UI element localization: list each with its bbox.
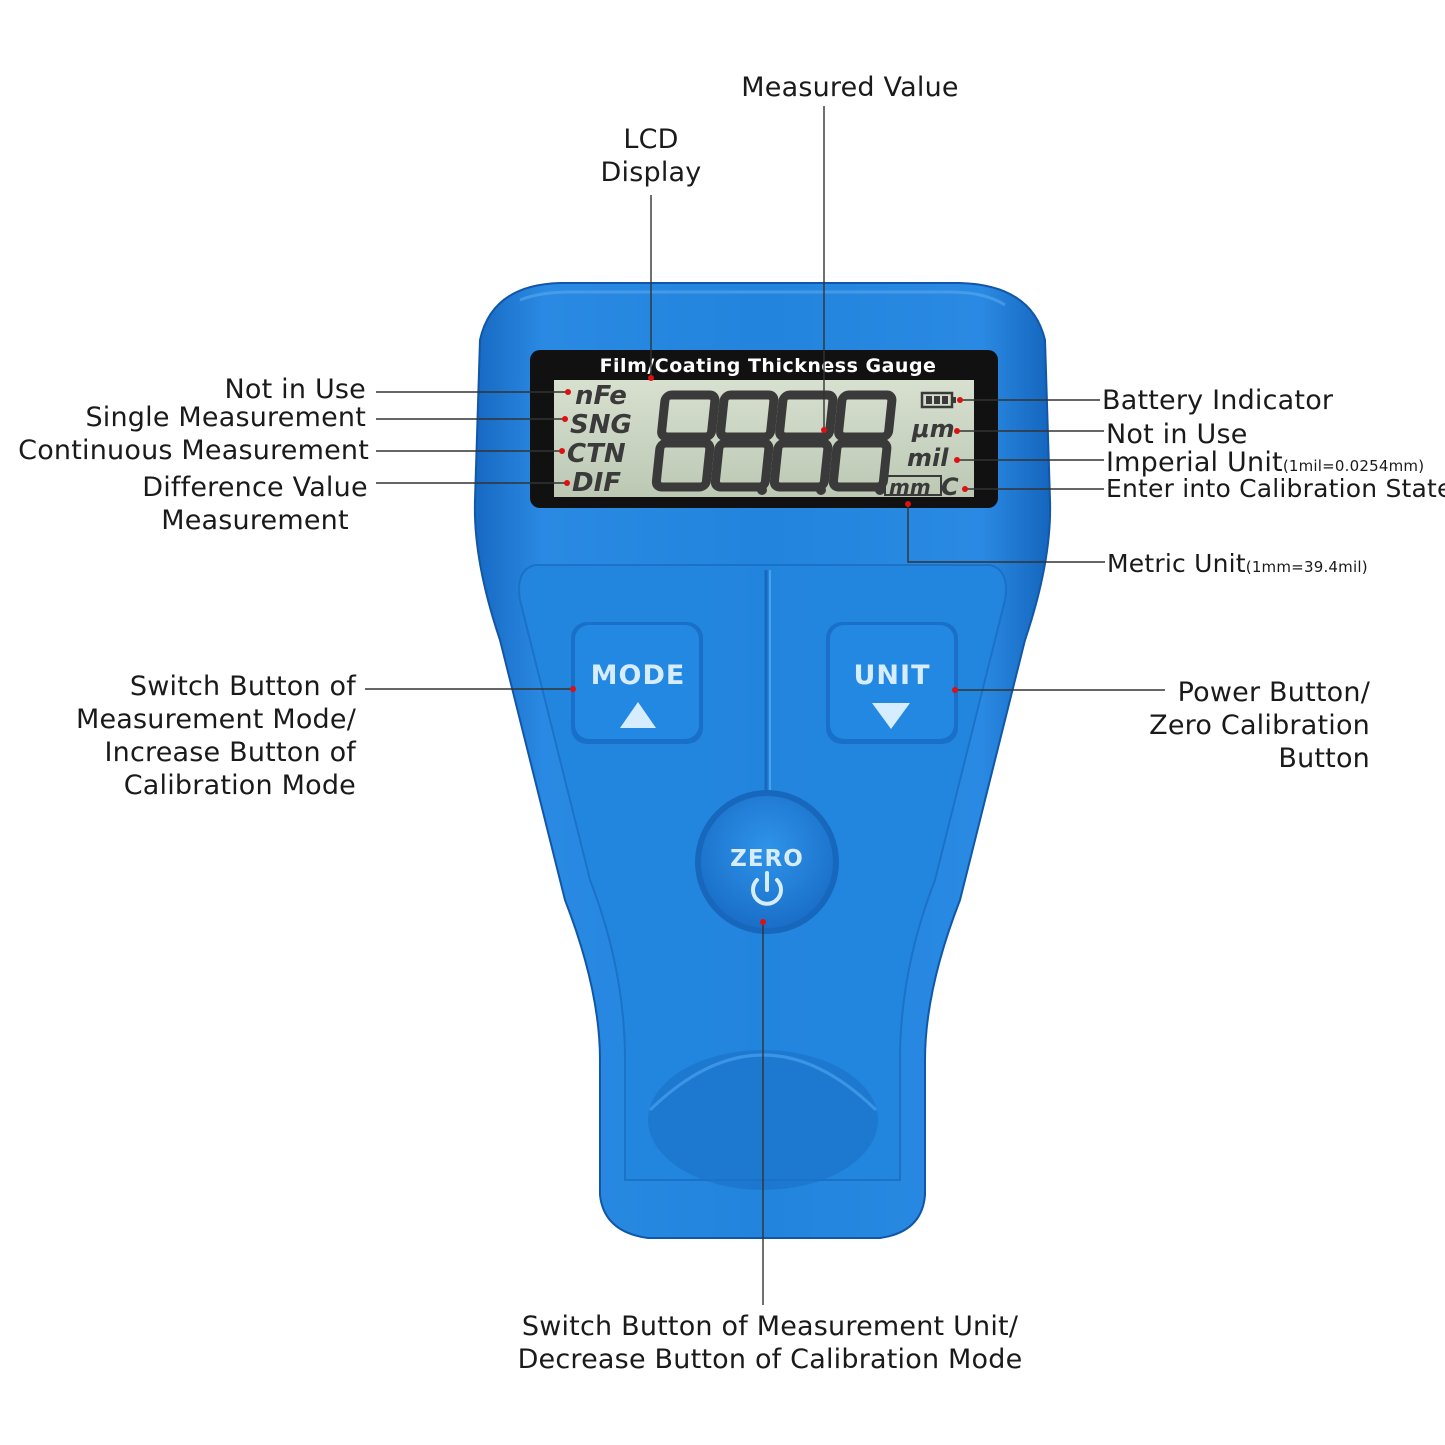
- label-power-button: Power Button/ Zero Calibration Button: [1100, 676, 1370, 775]
- label-unit-button: Switch Button of Measurement Unit/ Decre…: [460, 1310, 1080, 1376]
- unit-button[interactable]: UNIT: [826, 622, 958, 744]
- lcd-unit-mil: mil: [907, 444, 949, 472]
- label-mode-line4: Calibration Mode: [123, 770, 356, 801]
- lcd-title: Film/Coating Thickness Gauge: [600, 355, 937, 377]
- label-power-line1: Power Button/: [1177, 677, 1370, 708]
- label-metric-text: Metric Unit: [1107, 549, 1246, 578]
- label-difference-line1: Difference Value: [142, 472, 368, 503]
- label-continuous-measurement: Continuous Measurement: [18, 435, 369, 466]
- label-single-measurement: Single Measurement: [85, 402, 366, 433]
- label-power-line2: Zero Calibration: [1149, 710, 1370, 741]
- lcd-unit-mm: mm: [889, 475, 931, 499]
- label-lcd-display: LCD Display: [576, 123, 726, 189]
- label-not-in-use-left: Not in Use: [224, 374, 366, 405]
- svg-text:MODE: MODE: [591, 660, 686, 691]
- label-battery-indicator: Battery Indicator: [1102, 385, 1334, 416]
- label-unit-line2: Decrease Button of Calibration Mode: [517, 1344, 1023, 1375]
- label-difference-value: Difference Value Measurement: [130, 471, 380, 537]
- label-mode-line1: Switch Button of: [129, 671, 356, 702]
- svg-text:UNIT: UNIT: [854, 660, 931, 691]
- lcd-indicator-dif: DIF: [572, 468, 621, 498]
- zero-button[interactable]: ZERO: [695, 790, 839, 934]
- lcd-indicator-ctn: CTN: [567, 439, 626, 469]
- lcd-digits: [651, 390, 897, 492]
- label-metric-unit: Metric Unit(1mm=39.4mil): [1107, 547, 1368, 584]
- label-lcd-display-line2: Display: [600, 157, 702, 188]
- lcd-indicator-nfe: nFe: [575, 381, 627, 411]
- label-lcd-display-line1: LCD: [623, 124, 679, 155]
- svg-text:ZERO: ZERO: [730, 846, 804, 872]
- label-power-line3: Button: [1278, 743, 1370, 774]
- battery-icon: [920, 391, 956, 409]
- label-measured-value: Measured Value: [741, 72, 959, 103]
- label-mode-line3: Increase Button of: [104, 737, 356, 768]
- label-imperial-note: (1mil=0.0254mm): [1282, 457, 1425, 475]
- lcd-unit-cal: C: [941, 473, 959, 501]
- label-metric-note: (1mm=39.4mil): [1245, 558, 1368, 576]
- label-difference-line2: Measurement: [161, 505, 349, 536]
- label-mode-line2: Measurement Mode/: [75, 704, 356, 735]
- label-imperial-unit: Imperial Unit(1mil=0.0254mm): [1106, 446, 1424, 483]
- label-calibration-state: Enter into Calibration State: [1106, 474, 1445, 503]
- label-imperial-text: Imperial Unit: [1106, 447, 1283, 478]
- label-mode-button: Switch Button of Measurement Mode/ Incre…: [40, 670, 356, 802]
- label-unit-line1: Switch Button of Measurement Unit/: [521, 1311, 1019, 1342]
- lcd-unit-um: μm: [911, 415, 955, 443]
- label-not-in-use-right: Not in Use: [1106, 419, 1248, 450]
- mode-button[interactable]: MODE: [571, 622, 703, 744]
- lcd-indicator-sng: SNG: [570, 410, 632, 440]
- power-icon: [751, 871, 783, 906]
